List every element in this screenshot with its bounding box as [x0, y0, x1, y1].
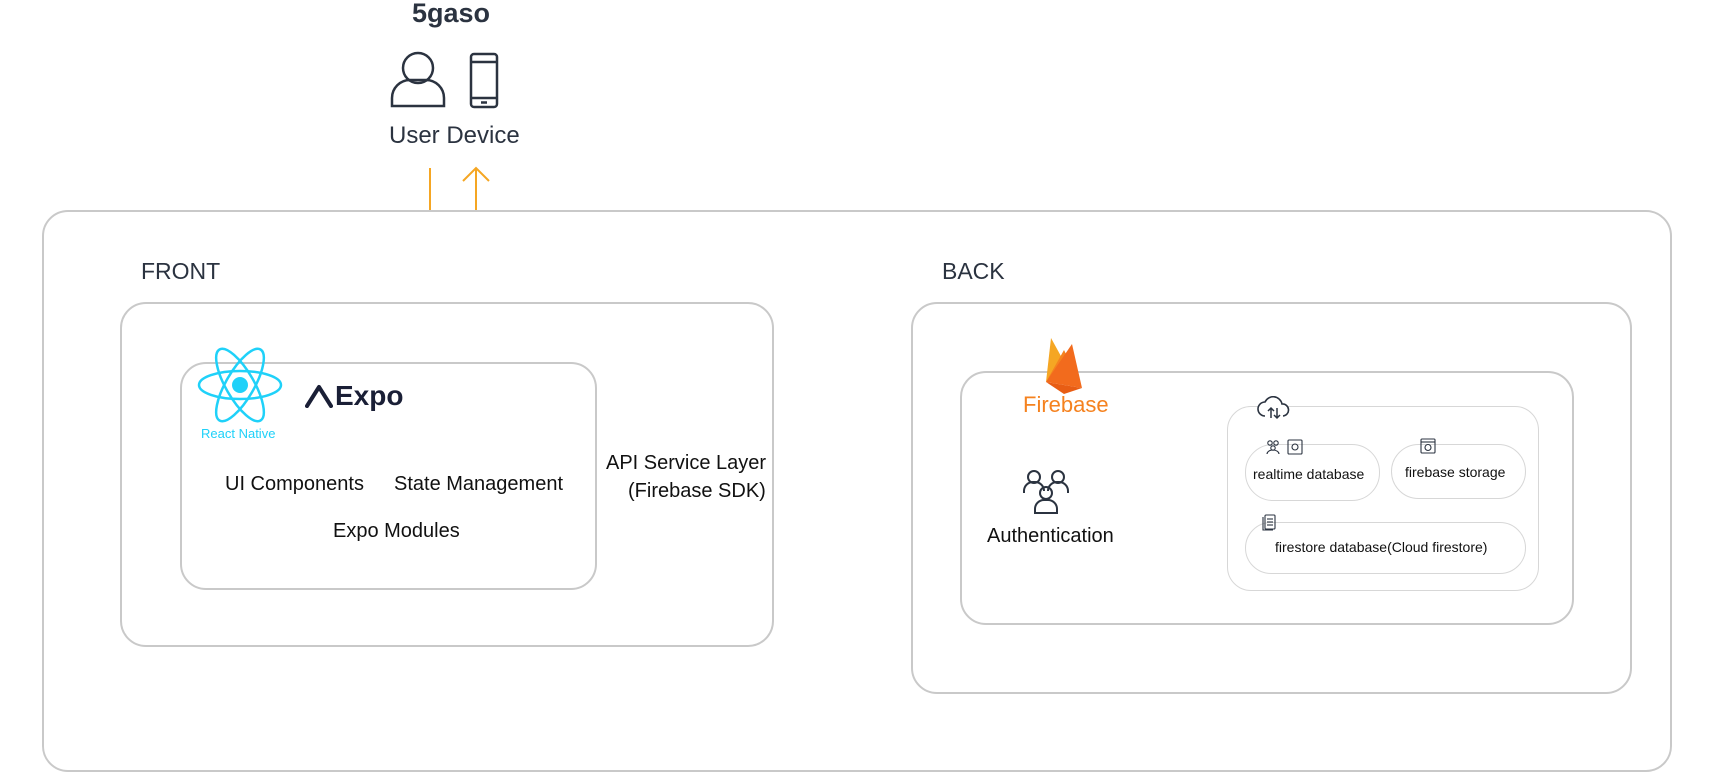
realtime-database-icons: [1266, 439, 1303, 455]
cloud-sync-icon: [1257, 396, 1290, 420]
api-service-layer: API Service Layer: [606, 452, 767, 474]
firestore-icon: [1262, 514, 1276, 531]
state-management: State Management: [394, 473, 563, 495]
realtime-database-label: realtime database: [1253, 466, 1365, 482]
authentication-label: Authentication: [987, 525, 1114, 547]
expo-icon: [305, 385, 333, 408]
expo-label: Expo: [335, 380, 404, 411]
diagram-title: 5gaso: [412, 0, 491, 28]
firebase-icon: [1046, 338, 1082, 394]
firestore-pill: [1245, 522, 1526, 574]
storage-icon: [1420, 438, 1436, 454]
ui-components: UI Components: [225, 473, 364, 495]
firebase-label: Firebase: [1023, 392, 1109, 417]
phone-icon: [469, 52, 499, 109]
firestore-label: firestore database(Cloud firestore): [1275, 539, 1488, 555]
users-icon: [1023, 470, 1069, 514]
front-label: FRONT: [141, 258, 221, 284]
firebase-storage-pill: [1391, 444, 1526, 499]
back-label: BACK: [942, 258, 1005, 284]
user-icon: [390, 51, 446, 108]
firebase-sdk: (Firebase SDK): [628, 480, 766, 502]
expo-modules: Expo Modules: [333, 520, 460, 542]
firebase-storage-label: firebase storage: [1405, 464, 1506, 480]
user-device-label: User Device: [389, 122, 520, 149]
react-icon: [197, 347, 283, 423]
front-app-box: [180, 362, 597, 590]
react-native-label: React Native: [201, 426, 276, 441]
